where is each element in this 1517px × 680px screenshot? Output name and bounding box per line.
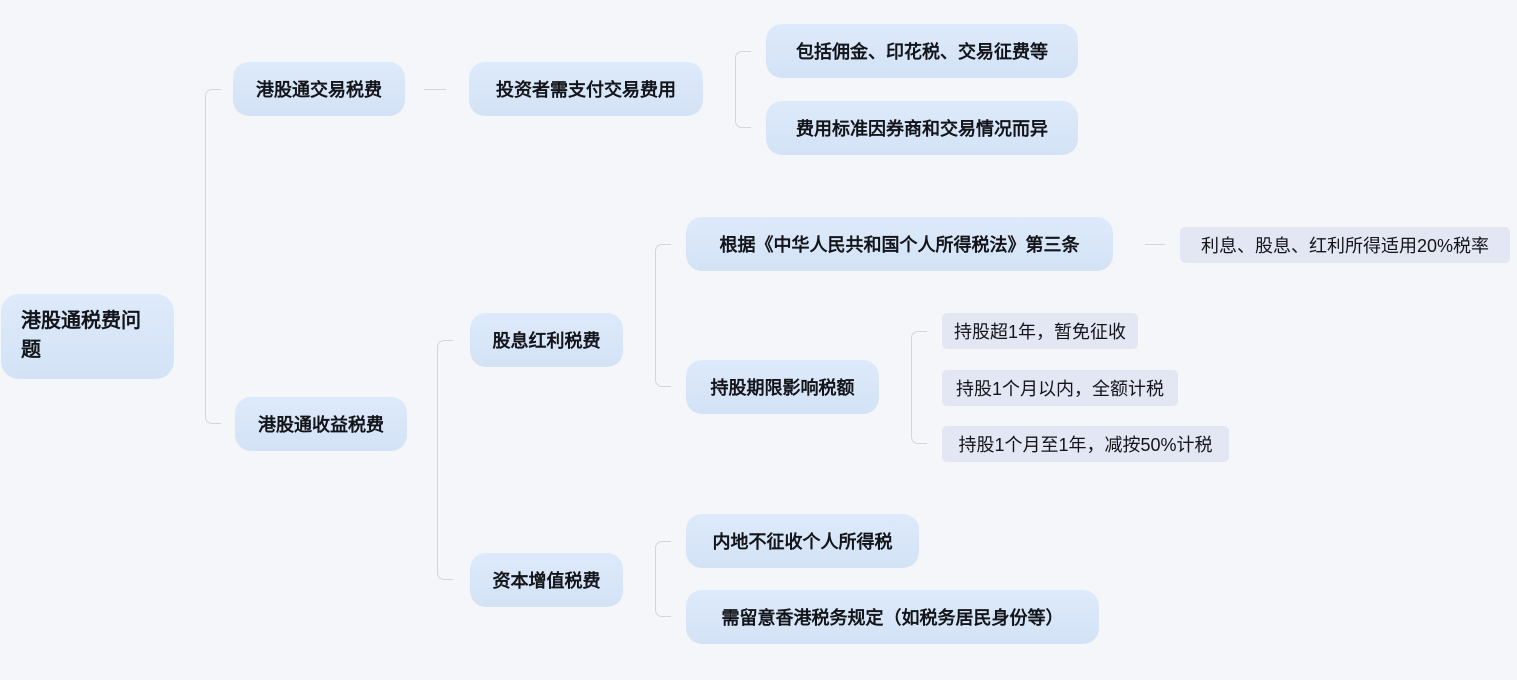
leaf-rate-20-percent[interactable]: 利息、股息、红利所得适用20%税率 (1180, 227, 1510, 263)
connector-holding-children (911, 331, 927, 444)
node-dividend-tax[interactable]: 股息红利税费 (470, 313, 623, 367)
node-income-tax[interactable]: 港股通收益税费 (235, 397, 407, 451)
leaf-hold-within-1m[interactable]: 持股1个月以内，全额计税 (942, 370, 1178, 406)
connector-payfee-children (735, 51, 751, 128)
node-fee-varies[interactable]: 费用标准因券商和交易情况而异 (766, 101, 1078, 155)
node-trade-tax[interactable]: 港股通交易税费 (233, 62, 405, 116)
node-holding-period[interactable]: 持股期限影响税额 (686, 360, 879, 414)
connector-trade-to-payfee (424, 89, 446, 90)
node-mainland-no-tax[interactable]: 内地不征收个人所得税 (686, 514, 919, 568)
node-hk-tax-rules[interactable]: 需留意香港税务规定（如税务居民身份等） (686, 590, 1099, 644)
node-root-topic[interactable]: 港股通税费问题 (1, 294, 174, 379)
connector-income-children (437, 340, 453, 580)
connector-dividend-children (655, 244, 671, 387)
node-fee-includes[interactable]: 包括佣金、印花税、交易征费等 (766, 24, 1078, 78)
node-law-basis[interactable]: 根据《中华人民共和国个人所得税法》第三条 (686, 217, 1113, 271)
node-pay-fee[interactable]: 投资者需支付交易费用 (469, 62, 703, 116)
node-capital-gains-tax[interactable]: 资本增值税费 (470, 553, 623, 607)
connector-law-to-rate (1145, 244, 1165, 245)
leaf-hold-over-1y[interactable]: 持股超1年，暂免征收 (942, 313, 1138, 349)
leaf-hold-1m-to-1y[interactable]: 持股1个月至1年，减按50%计税 (942, 426, 1229, 462)
connector-root-children (205, 89, 221, 424)
connector-capital-children (655, 541, 671, 617)
